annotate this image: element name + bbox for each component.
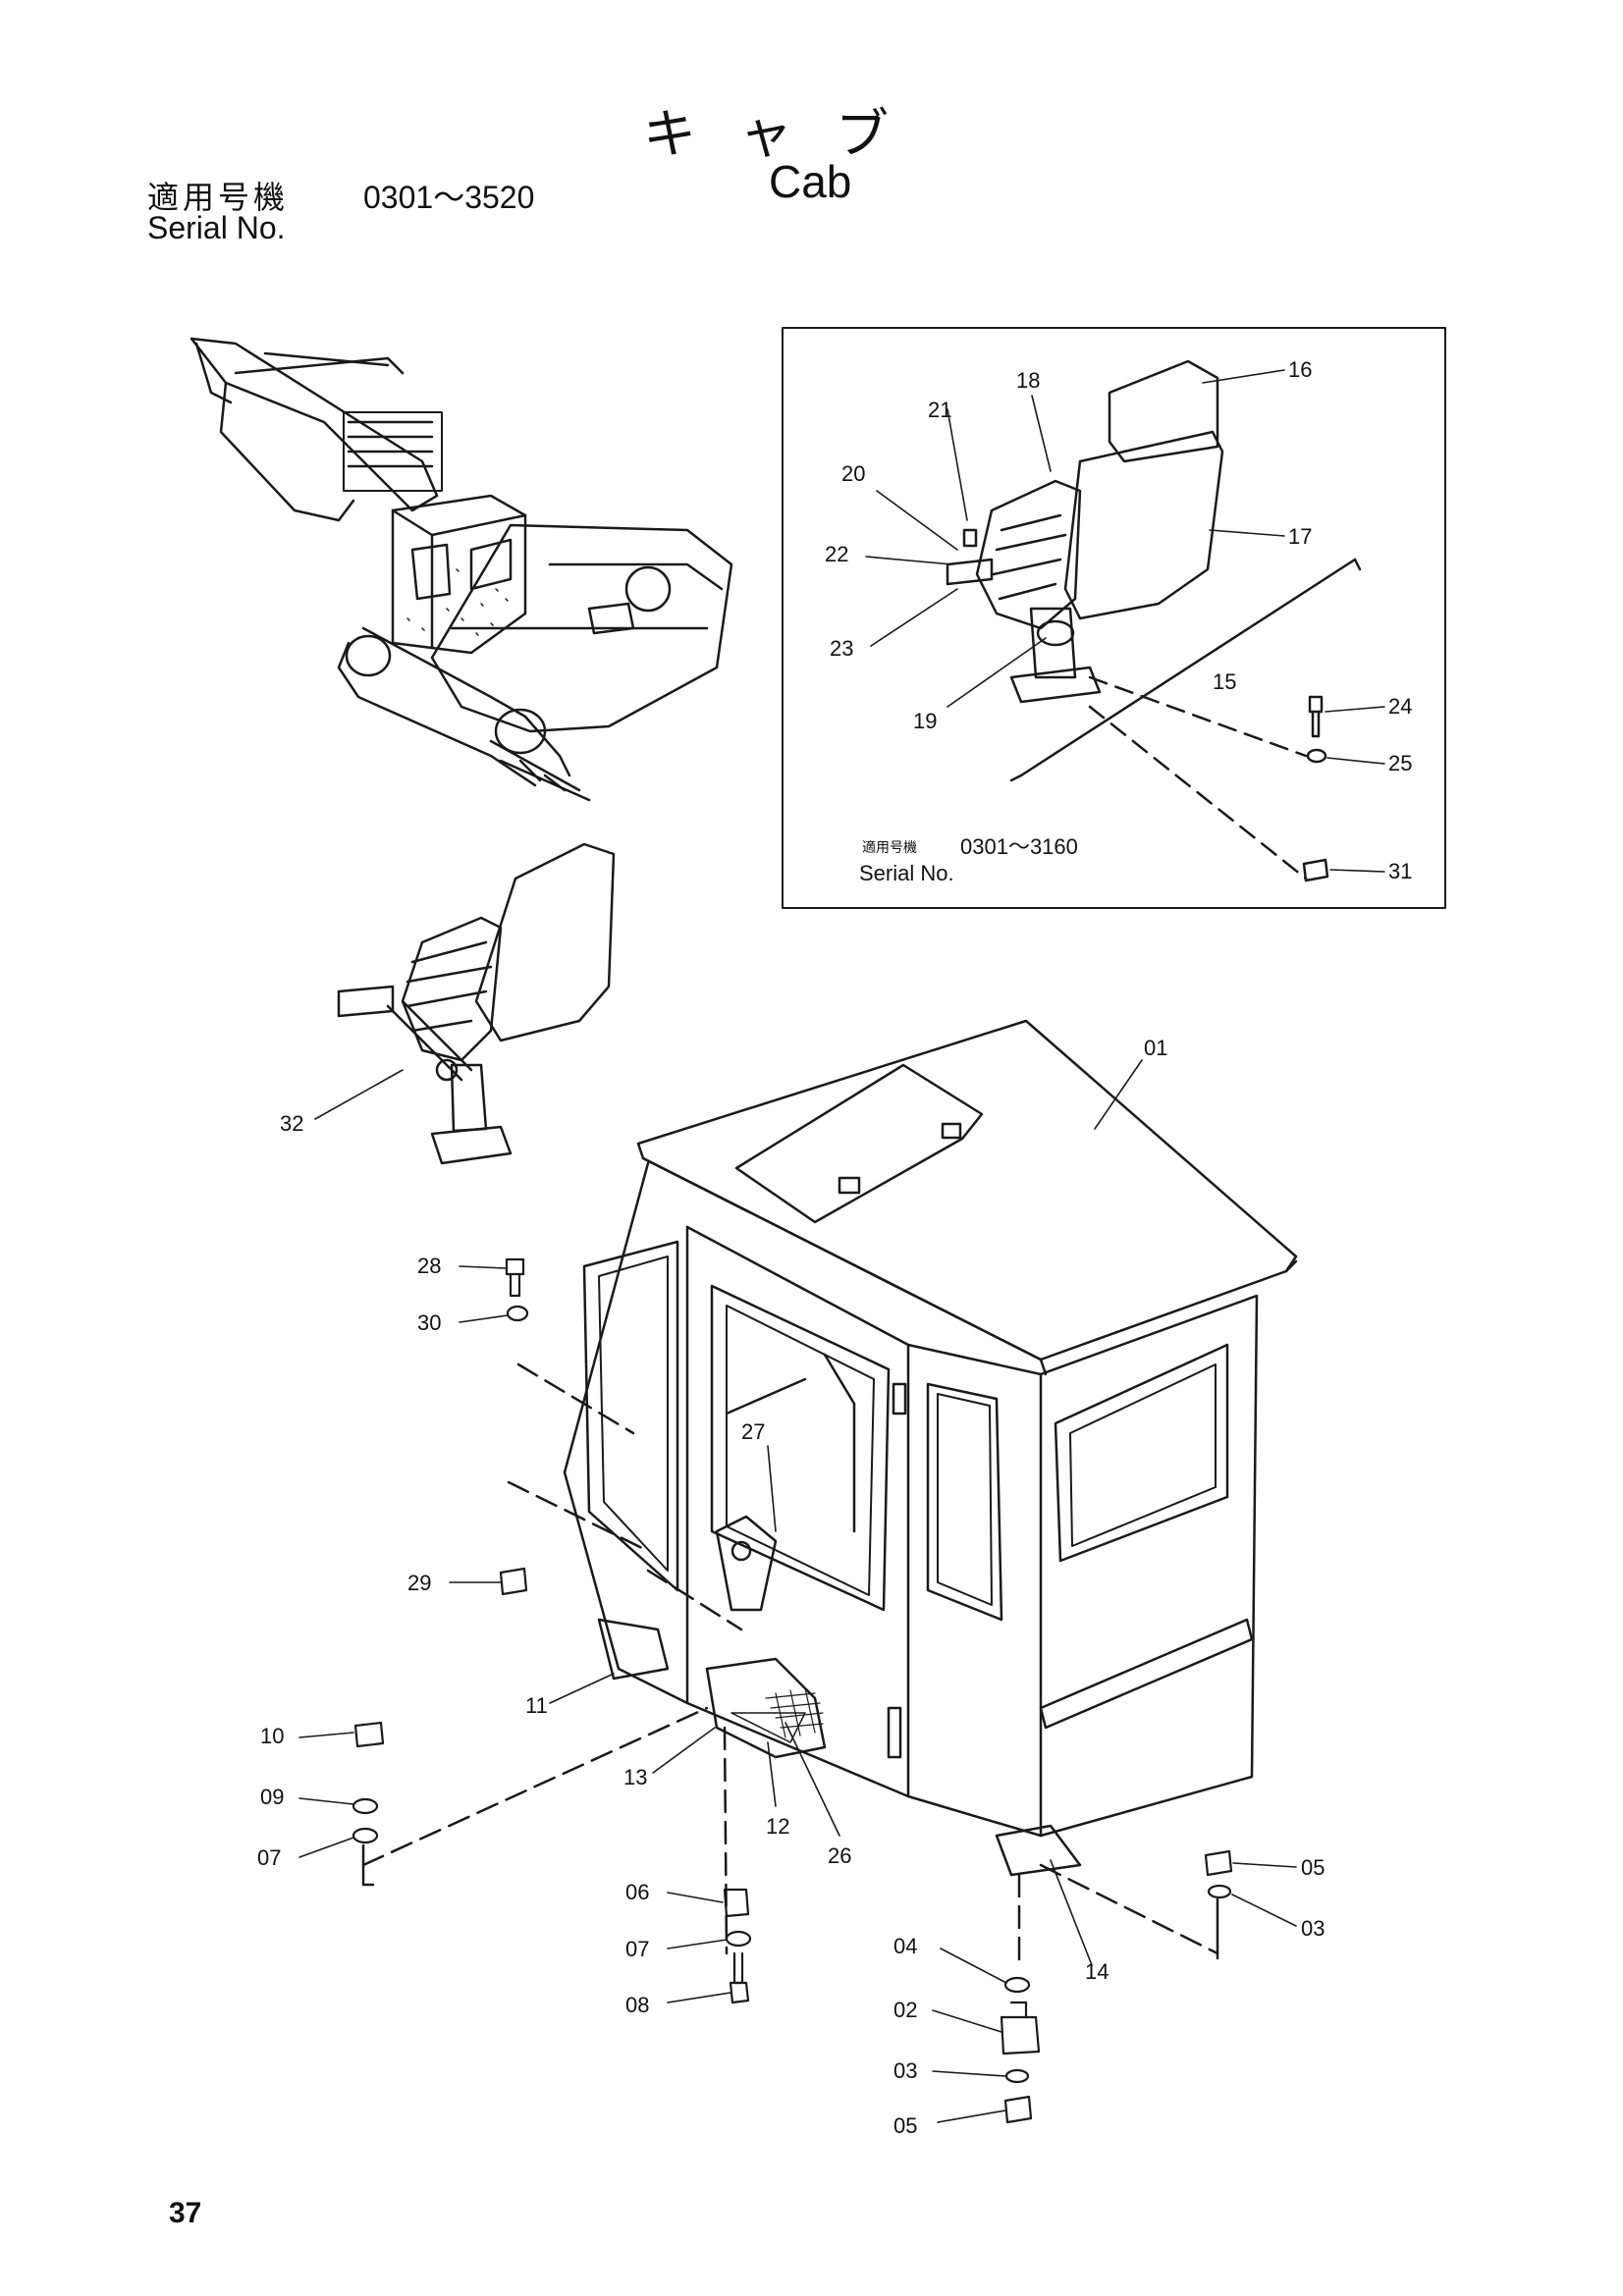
callout-32: 32 [280, 1111, 303, 1136]
callout-22: 22 [825, 542, 848, 566]
leader-lines [298, 369, 1385, 2123]
callout-28: 28 [417, 1254, 441, 1278]
page-title-en: Cab [769, 156, 852, 207]
callout-02: 02 [893, 1998, 917, 2022]
callout-13: 13 [623, 1765, 647, 1789]
callout-05-lower: 05 [893, 2113, 917, 2138]
callout-11: 11 [525, 1693, 548, 1718]
callout-04: 04 [893, 1934, 917, 1958]
inset-serial-label-jp: 適用号機 [862, 839, 917, 855]
callout-23: 23 [830, 636, 853, 661]
callout-07-left: 07 [257, 1845, 281, 1870]
serial-range: 0301～3520 [363, 180, 535, 215]
callout-19: 19 [913, 709, 937, 733]
callout-18: 18 [1016, 368, 1040, 393]
callout-labels: 01 16 17 18 21 20 22 23 19 15 24 25 31 3… [257, 357, 1412, 2138]
callout-15: 15 [1213, 669, 1236, 694]
callout-07-center: 07 [625, 1937, 649, 1961]
callout-03-right: 03 [1301, 1916, 1325, 1941]
callout-08: 08 [625, 1993, 649, 2017]
callout-20: 20 [841, 461, 865, 486]
callout-26: 26 [828, 1843, 851, 1868]
page-title-jp: キャブ [643, 103, 932, 165]
callout-27: 27 [741, 1419, 765, 1444]
callout-01: 01 [1144, 1036, 1167, 1060]
callout-25: 25 [1388, 751, 1412, 775]
serial-label-en: Serial No. [147, 210, 286, 245]
callout-12: 12 [766, 1814, 789, 1839]
callout-17: 17 [1288, 524, 1312, 549]
callout-14: 14 [1085, 1959, 1109, 1984]
inset-seat-drawing [946, 359, 1362, 882]
callout-03-lower: 03 [893, 2058, 917, 2083]
callout-24: 24 [1388, 694, 1412, 719]
callout-29: 29 [407, 1571, 431, 1595]
callout-21: 21 [928, 398, 951, 422]
callout-09: 09 [260, 1785, 284, 1809]
inset-frame [782, 327, 1446, 909]
callout-05-right: 05 [1301, 1855, 1325, 1880]
page-number: 37 [169, 2197, 202, 2229]
excavator-overview-drawing [189, 337, 733, 802]
inset-serial-label-en: Serial No. [859, 861, 954, 885]
inset-serial-range: 0301～3160 [960, 834, 1078, 859]
callout-10: 10 [260, 1724, 284, 1748]
callout-30: 30 [417, 1310, 441, 1335]
serial-label-jp: 適用号機 [147, 179, 290, 216]
hardware-parts [352, 1257, 1233, 2124]
callout-16: 16 [1288, 357, 1312, 382]
operator-seat-drawing [337, 842, 616, 1165]
callout-31: 31 [1388, 859, 1412, 883]
callout-06: 06 [625, 1880, 649, 1904]
cab-body-drawing [361, 1019, 1298, 1965]
